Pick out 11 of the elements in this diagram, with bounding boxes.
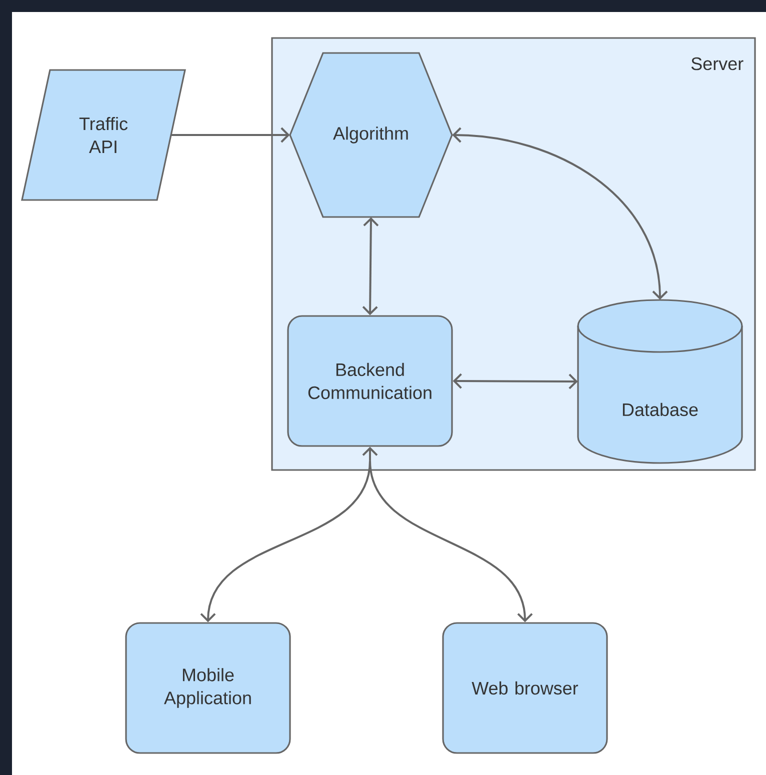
process-box: Web browser <box>442 622 608 754</box>
arrow <box>362 217 379 316</box>
process-box: Backend Communication <box>287 315 453 447</box>
arrow <box>452 373 578 390</box>
data-parallelogram: Traffic API <box>21 69 186 201</box>
database-cylinder: Database <box>577 299 743 464</box>
arrow <box>369 460 533 622</box>
arrow <box>452 127 668 300</box>
process-hexagon: Algorithm <box>289 52 453 218</box>
arrow <box>171 127 290 143</box>
process-box: Mobile Application <box>125 622 291 754</box>
